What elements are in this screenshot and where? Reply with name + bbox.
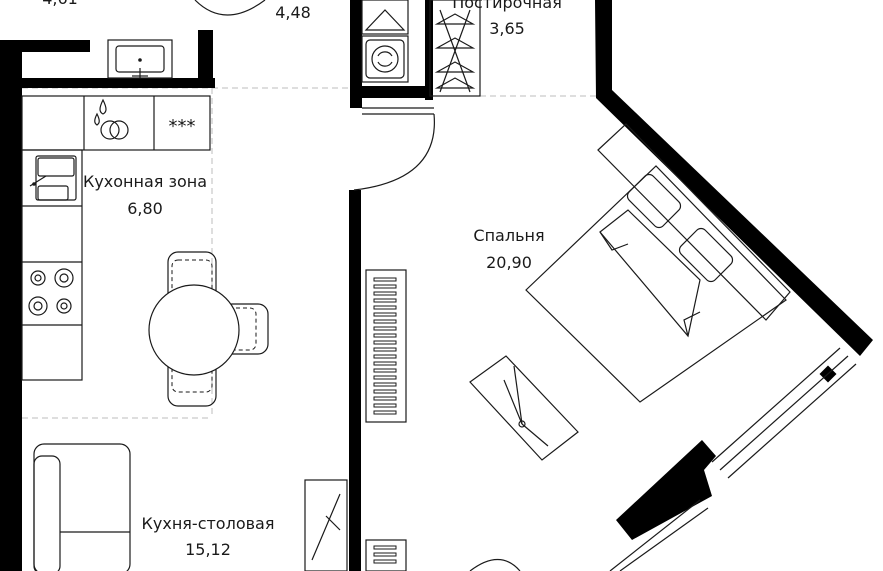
bedroom-door (353, 107, 435, 191)
cooktop-burners (28, 268, 74, 316)
hanger-bar (373, 552, 397, 557)
kitchen-dining-name: Кухня-столовая (142, 514, 275, 533)
bedroom-area: 20,90 (486, 253, 532, 272)
bath-lower-wall (80, 78, 215, 88)
hanger-icon (364, 9, 406, 31)
washing-machine-icon (371, 45, 399, 73)
bed (525, 123, 791, 403)
hanger-bar (373, 319, 397, 324)
bathroom-sink (107, 39, 173, 79)
corridor-wall (349, 190, 361, 571)
windows (609, 347, 857, 571)
hanger-bar (373, 326, 397, 331)
kitchen-zone-area: 6,80 (127, 199, 163, 218)
upper-left-divider (22, 78, 90, 88)
hanger-bar (373, 347, 397, 352)
window-wall-segment (616, 440, 716, 540)
laundry-post (350, 88, 362, 108)
laundry-area: 3,65 (489, 19, 525, 38)
kitchen-zone-name: Кухонная зона (83, 172, 207, 191)
hanger-bar (373, 368, 397, 373)
upper-left-wall (22, 40, 90, 52)
kitchen-counter-left (21, 149, 83, 381)
hanger-bar (373, 354, 397, 359)
sofa (33, 443, 131, 571)
laundry-name: Постирочная (452, 0, 562, 12)
kitchen-dining-area: 15,12 (185, 540, 231, 559)
hanger-bar (373, 340, 397, 345)
hanger-bar (373, 305, 397, 310)
bath-right-wall (198, 30, 213, 88)
kitchen-counter-top: *** (21, 95, 211, 151)
room-labels: 4,61 4,48 Постирочная 3,65 Кухонная зона… (42, 0, 562, 559)
laundry-equipment (361, 0, 481, 97)
kitchen-sink (29, 155, 77, 201)
hanger-bar (373, 410, 397, 415)
laundry-right-wall (425, 0, 433, 100)
hanger-bar (373, 375, 397, 380)
hall-cabinet (304, 479, 348, 571)
laundry-bottom-wall (350, 86, 425, 98)
bedroom-name: Спальня (473, 226, 544, 245)
hanger-bar (373, 396, 397, 401)
bathroom-door-arc (194, 0, 266, 16)
cooktop-marks-label: *** (169, 116, 196, 137)
wardrobe-main (365, 269, 407, 423)
bathroom-area: 4,48 (275, 3, 311, 22)
dishwasher-icon (94, 98, 129, 140)
top-left-area: 4,61 (42, 0, 78, 8)
desk (469, 355, 579, 461)
bedroom-right-wall (595, 0, 873, 356)
hanger-bar (373, 312, 397, 317)
hanger-bar (373, 382, 397, 387)
hanger-bar (373, 333, 397, 338)
hanger-bar (373, 389, 397, 394)
chair-partial (469, 558, 521, 571)
hanger-bar (373, 291, 397, 296)
hanger-bar (373, 298, 397, 303)
left-outer-wall (0, 40, 22, 571)
hanger-bar (373, 545, 397, 550)
hanger-bar (373, 361, 397, 366)
hanger-bar (373, 284, 397, 289)
dining-set (148, 251, 269, 407)
wardrobe-bottom (365, 539, 407, 571)
corridor-wall-top (350, 0, 362, 90)
hanger-bar (373, 277, 397, 282)
hanger-bar (373, 403, 397, 408)
hanger-bar (373, 559, 397, 564)
hanger-rack (434, 9, 476, 93)
